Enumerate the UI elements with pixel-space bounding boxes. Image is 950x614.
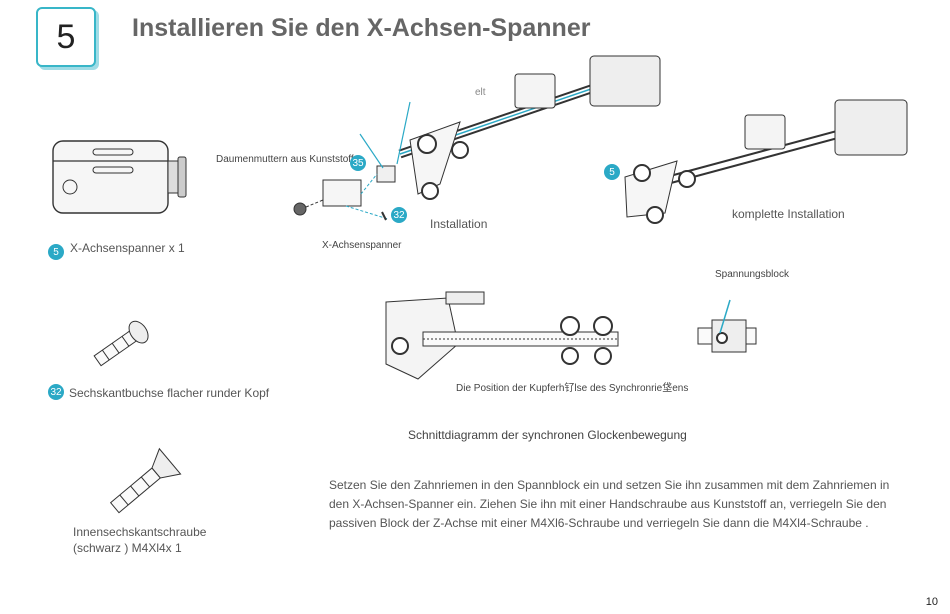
part-badge-32: 32: [48, 384, 64, 400]
step-number: 5: [56, 17, 76, 56]
caption-installation: Installation: [430, 217, 488, 231]
hex-socket-screw-illustration: [93, 320, 149, 367]
caption-section-diagram: Schnittdiagramm der synchronen Glockenbe…: [408, 428, 687, 442]
label-copper-sleeve-position: Die Position der Kupferh钌lse des Synchro…: [456, 383, 689, 394]
page-title: Installieren Sie den X-Achsen-Spanner: [132, 14, 591, 42]
label-tension-block: Spannungsblock: [715, 269, 789, 280]
instruction-paragraph: Setzen Sie den Zahnriemen in den Spannbl…: [329, 478, 890, 530]
step-number-box: 5: [36, 7, 96, 67]
complete-installation-diagram: [624, 99, 908, 224]
part-badge-5: 5: [48, 244, 64, 260]
caption-complete-installation: komplette Installation: [732, 207, 845, 221]
part-label-hex-socket: Sechskantbuchse flacher runder Kopf: [69, 386, 270, 400]
countersunk-screw-illustration: [109, 447, 182, 514]
installation-exploded-diagram: [293, 55, 661, 221]
badge-32-diagram: 32: [391, 207, 407, 223]
section-view-diagram: [385, 291, 619, 380]
tensioner-part-illustration: [52, 140, 187, 214]
part-label-countersunk-line1: Innensechskantschraube: [73, 525, 207, 539]
badge-5-complete: 5: [604, 164, 620, 180]
badge-35: 35: [350, 155, 366, 171]
page-number: 10: [925, 596, 938, 608]
tension-block-detail: [697, 299, 757, 353]
part-label-countersunk-line2: (schwarz ) M4Xl4x 1: [73, 541, 182, 555]
label-belt: elt: [475, 87, 486, 98]
part-label-tensioner: X-Achsenspanner x 1: [70, 241, 185, 255]
label-thumb-nuts: Daumenmuttern aus Kunststoff: [216, 154, 354, 165]
label-tensioner: X-Achsenspanner: [322, 240, 402, 251]
